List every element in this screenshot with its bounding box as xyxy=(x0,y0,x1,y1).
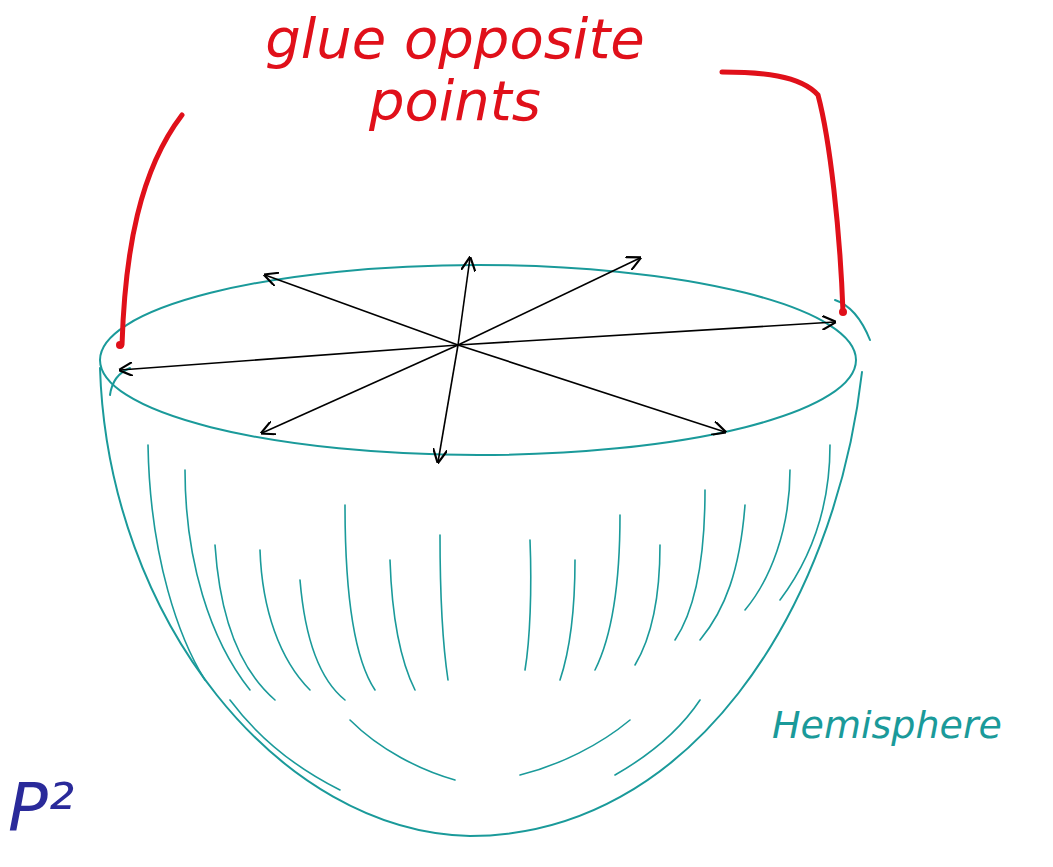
glue-point xyxy=(116,341,124,349)
shape-name: Hemisphere xyxy=(772,705,1032,747)
glue-instruction: glue opposite points xyxy=(240,8,670,131)
bowl-outline xyxy=(100,265,870,836)
bowl-hatching xyxy=(148,445,830,790)
space-name: P² xyxy=(8,772,158,845)
antipodal-arrows xyxy=(120,258,835,462)
glue-point xyxy=(839,308,847,316)
